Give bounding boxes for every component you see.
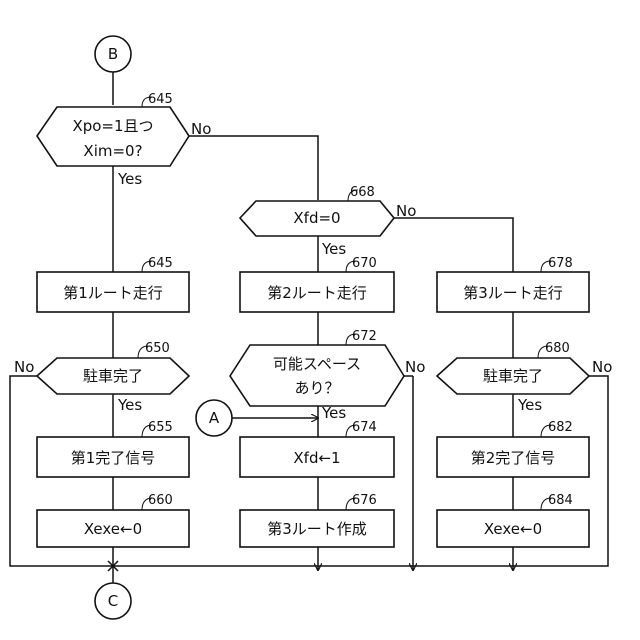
- step-number-668: 668: [350, 185, 375, 200]
- decision-668-text: Xfd=0: [293, 209, 340, 227]
- decision-672: 可能スペース あり？ 672: [230, 329, 404, 406]
- process-670: 第2ルート走行 670: [240, 256, 394, 312]
- step-number-650: 650: [145, 341, 170, 356]
- step-number-670: 670: [352, 256, 377, 271]
- decision-645-line2: Xim=0?: [83, 142, 142, 160]
- connector-a-label: A: [209, 409, 220, 427]
- step-number-672: 672: [352, 329, 377, 344]
- no-label-645: No: [191, 120, 211, 138]
- step-number-655: 655: [148, 420, 173, 435]
- step-number-660: 660: [148, 493, 173, 508]
- process-655-text: 第1完了信号: [71, 449, 156, 467]
- step-number-676: 676: [352, 493, 377, 508]
- process-676-text: 第3ルート作成: [267, 520, 367, 538]
- step-number-678: 678: [548, 256, 573, 271]
- no-label-672: No: [405, 358, 425, 376]
- yes-label-668: Yes: [321, 240, 346, 258]
- decision-645-line1: Xpo=1且つ: [72, 117, 153, 135]
- connector-c-label: C: [108, 592, 118, 610]
- process-674: Xfd←1 674: [240, 420, 394, 477]
- yes-label-650: Yes: [117, 396, 142, 414]
- decision-672-line2: あり？: [294, 379, 339, 397]
- connector-a: A: [196, 400, 232, 436]
- step-number-645b: 645: [148, 256, 173, 271]
- step-number-684: 684: [548, 493, 573, 508]
- yes-label-672: Yes: [321, 404, 346, 422]
- decision-650-text: 駐車完了: [83, 367, 143, 385]
- no-label-680: No: [592, 358, 612, 376]
- process-645-text: 第1ルート走行: [63, 284, 163, 302]
- connector-b: B: [95, 36, 131, 72]
- yes-label-645: Yes: [117, 170, 142, 188]
- step-number-674: 674: [352, 420, 377, 435]
- process-660-text: Xexe←0: [84, 520, 142, 538]
- connector-c: C: [95, 583, 131, 619]
- no-label-650: No: [14, 358, 34, 376]
- decision-672-line1: 可能スペース: [273, 355, 361, 373]
- process-674-text: Xfd←1: [293, 449, 340, 467]
- process-682-text: 第2完了信号: [471, 449, 556, 467]
- step-number-680: 680: [545, 341, 570, 356]
- decision-668: Xfd=0 668: [240, 185, 394, 236]
- yes-label-680: Yes: [517, 396, 542, 414]
- connector-b-label: B: [108, 45, 118, 63]
- decision-680-text: 駐車完了: [483, 367, 543, 385]
- step-number-645: 645: [148, 92, 173, 107]
- process-684-text: Xexe←0: [484, 520, 542, 538]
- process-670-text: 第2ルート走行: [267, 284, 367, 302]
- process-678-text: 第3ルート走行: [463, 284, 563, 302]
- process-676: 第3ルート作成 676: [240, 493, 394, 547]
- no-label-668: No: [396, 202, 416, 220]
- step-number-682: 682: [548, 420, 573, 435]
